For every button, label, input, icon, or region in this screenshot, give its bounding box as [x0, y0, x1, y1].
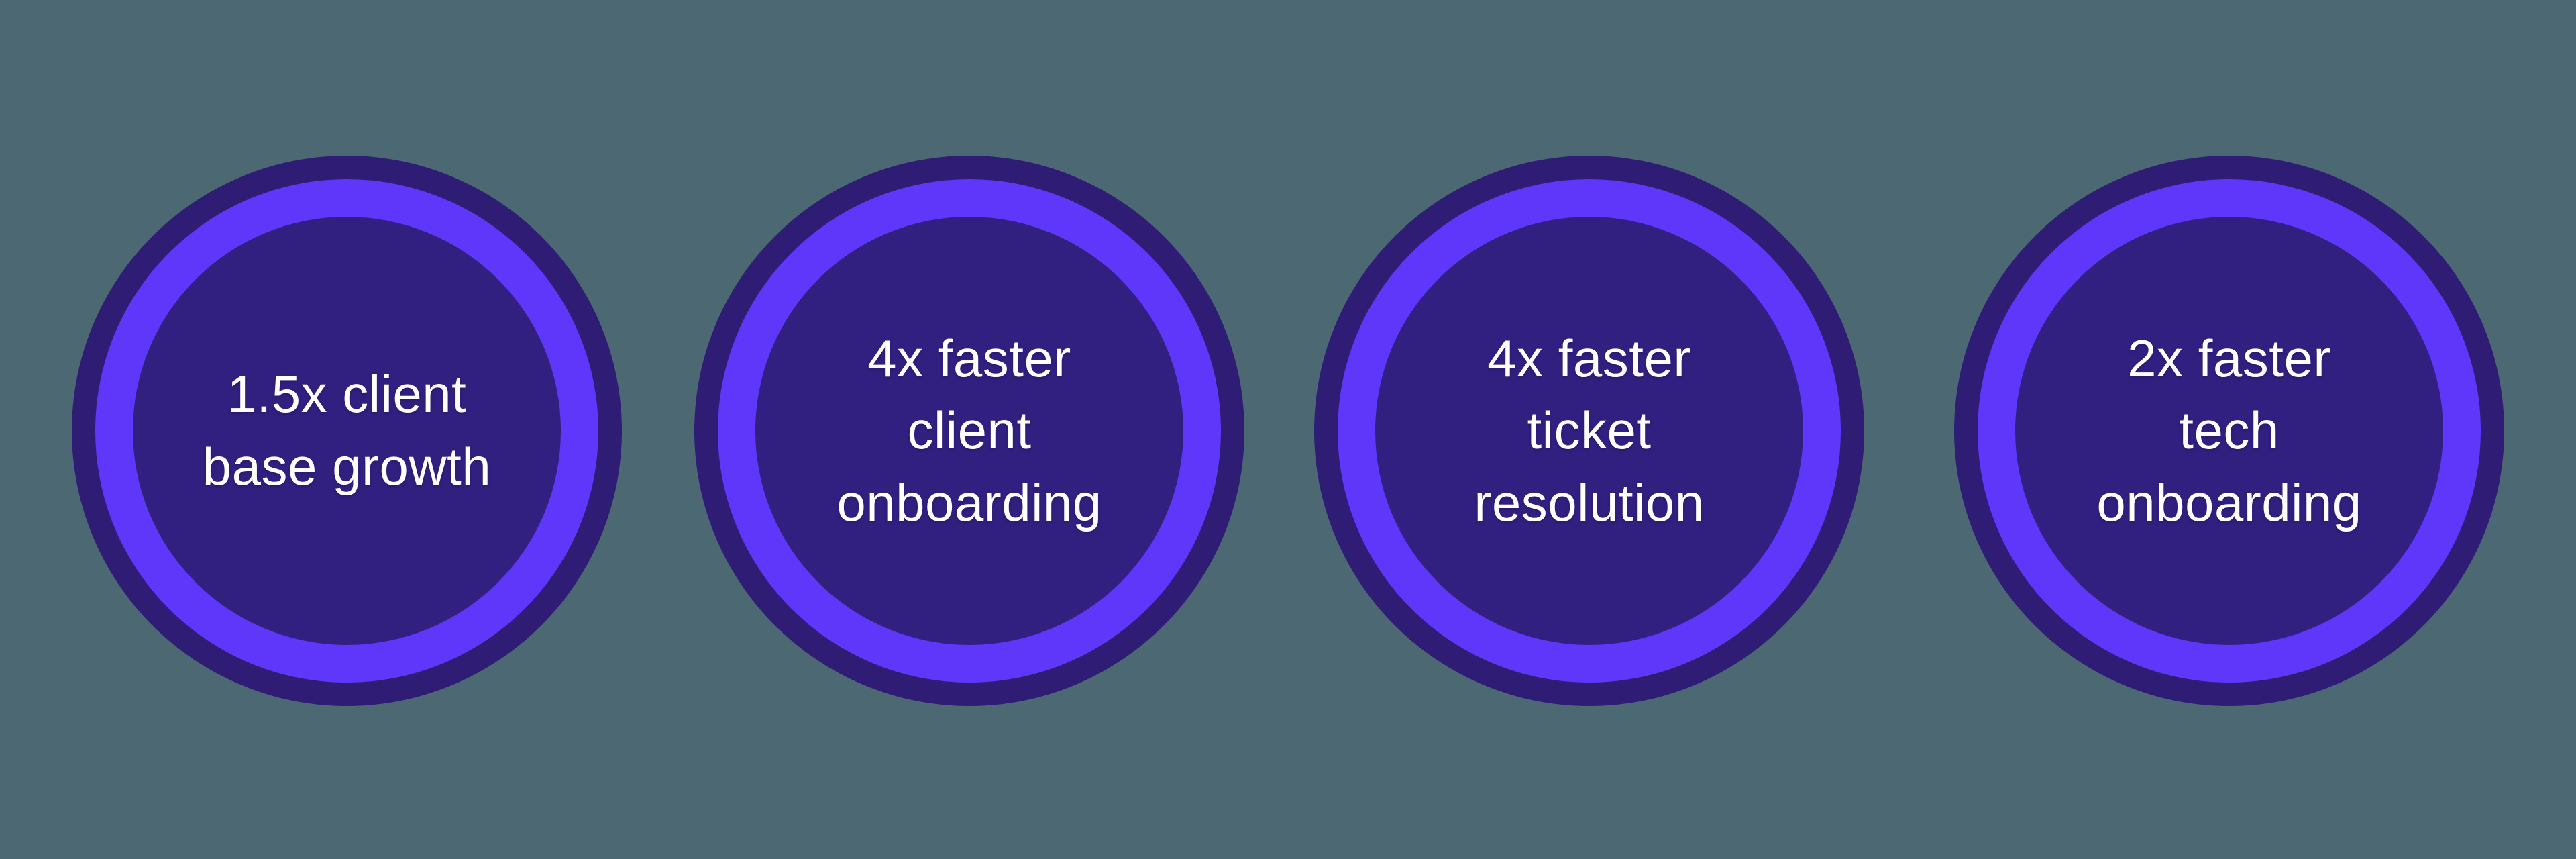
inner-disc: 2x faster tech onboarding: [2015, 217, 2443, 645]
stat-line: ticket: [1527, 401, 1652, 460]
stat-line: base growth: [202, 437, 492, 496]
stat-circle-client-onboarding: 4x faster client onboarding: [694, 156, 1244, 706]
stat-line: onboarding: [837, 472, 1102, 532]
highlight-ring: 1.5x client base growth: [95, 179, 598, 683]
stat-line: 4x faster: [867, 328, 1071, 388]
inner-disc: 1.5x client base growth: [133, 217, 561, 645]
highlight-ring: 4x faster client onboarding: [718, 179, 1221, 683]
stat-line: tech: [2179, 401, 2279, 460]
inner-disc: 4x faster client onboarding: [755, 217, 1183, 645]
stat-line: onboarding: [2096, 472, 2362, 532]
stat-circle-ticket-resolution: 4x faster ticket resolution: [1314, 156, 1864, 706]
stat-line: client: [907, 401, 1032, 460]
stat-label-client-base-growth: 1.5x client base growth: [203, 358, 491, 503]
stat-label-client-onboarding: 4x faster client onboarding: [837, 323, 1102, 540]
stat-circle-tech-onboarding: 2x faster tech onboarding: [1954, 156, 2504, 706]
stat-line: 1.5x client: [227, 364, 467, 424]
inner-disc: 4x faster ticket resolution: [1375, 217, 1803, 645]
highlight-ring: 4x faster ticket resolution: [1338, 179, 1841, 683]
stat-label-ticket-resolution: 4x faster ticket resolution: [1474, 323, 1704, 540]
stat-label-tech-onboarding: 2x faster tech onboarding: [2096, 323, 2361, 540]
stat-line: 2x faster: [2127, 328, 2331, 388]
stat-circle-client-base-growth: 1.5x client base growth: [72, 156, 622, 706]
highlight-ring: 2x faster tech onboarding: [1978, 179, 2481, 683]
stat-line: 4x faster: [1487, 328, 1691, 388]
stat-line: resolution: [1474, 472, 1705, 532]
